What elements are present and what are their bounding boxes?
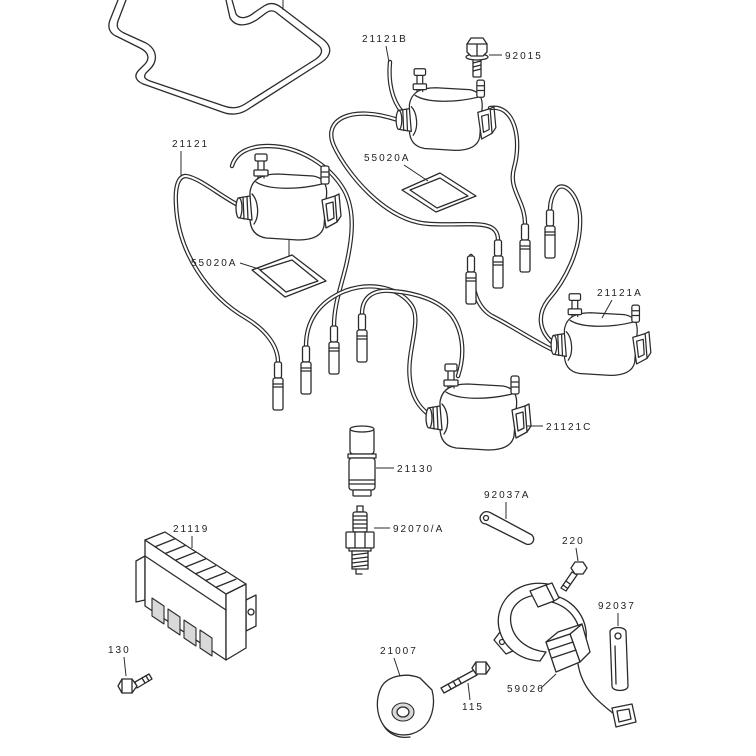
callout-strap: 92037 [598,601,636,612]
rubber-pad-upper [401,172,477,213]
callout-pickup: 59026 [507,684,545,695]
callout-bolt-rotor: 115 [462,702,484,713]
spark-plug-cap [347,425,377,497]
hv-wire [471,256,553,350]
callout-bolt-top: 92015 [505,51,543,62]
igniter-bolt [117,673,153,694]
leader-lines [123,45,619,701]
callout-coil-main: 21121 [172,139,209,150]
plug-cap [328,325,340,375]
plug-cap [300,345,312,395]
plug-cap [465,255,477,305]
ignition-coil-a [550,293,652,377]
pickup-screw [560,561,588,592]
hv-wires [176,62,580,414]
callout-screw: 220 [562,536,585,547]
rotor-bolt [440,661,491,694]
ignition-coil-c [425,363,532,451]
callout-strap-a: 92037A [484,490,530,501]
callout-igniter: 21119 [173,524,209,535]
callout-plug-cap: 21130 [397,464,434,475]
ignition-coil-main [235,153,342,241]
ground-strap-a [479,510,535,546]
pickup-connector [611,703,637,728]
callout-bolt-igniter: 130 [108,645,131,656]
igniter-connector [199,629,213,657]
plug-cap [544,209,556,259]
hv-wire-core [470,255,554,351]
plug-cap [272,361,284,411]
heat-sink-fins [154,538,237,588]
part-callouts: 21121B 92015 21121 55020A 55020A 21121A … [108,34,643,713]
timing-rotor [376,674,435,739]
ground-strap [609,626,629,692]
coil-mount-bolt [465,37,489,78]
callout-spark-plug: 92070/A [393,524,444,535]
callout-pad-lower: 55020A [191,258,237,269]
igniter-unit [135,531,257,661]
plug-cap [356,313,368,363]
callout-rotor: 21007 [380,646,418,657]
callout-pad-upper: 55020A [364,153,410,164]
gasket-plate [108,0,331,115]
igniter-connector [151,597,165,625]
callout-coil-c: 21121C [546,422,592,433]
callout-coil-a: 21121A [597,288,643,299]
pickup-coil-assembly [493,582,637,728]
callout-coil-b: 21121B [362,34,408,45]
ignition-coil-b [395,68,497,152]
igniter-connector [183,619,197,647]
spark-plug [345,505,375,575]
plug-cap [492,239,504,289]
igniter-connector [167,608,181,636]
rubber-pad-lower [251,240,327,298]
plug-cap [519,223,531,273]
